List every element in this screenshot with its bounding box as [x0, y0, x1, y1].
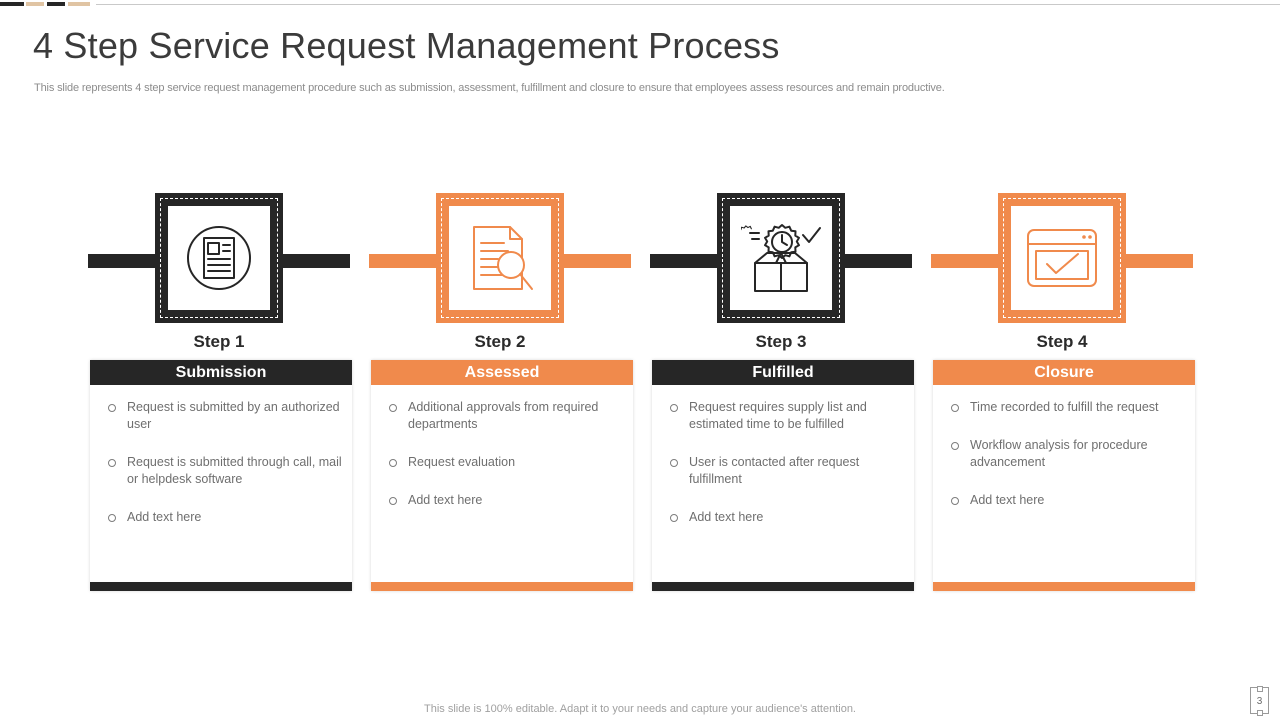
document-article-circle-icon [168, 206, 270, 310]
step-title-1: Submission [90, 360, 352, 385]
step-label-1: Step 1 [193, 332, 245, 351]
bullet-text: Add text here [127, 510, 202, 524]
bullet-text: Request requires supply list and estimat… [689, 400, 867, 431]
top-rule-dash-2 [26, 2, 44, 6]
list-item[interactable]: Request evaluation [389, 454, 623, 471]
list-item[interactable]: Add text here [670, 509, 904, 526]
bullet-text: Request is submitted through call, mail … [127, 455, 342, 486]
bullet-text: User is contacted after request fulfillm… [689, 455, 860, 486]
bullet-circle-icon [389, 459, 397, 467]
step-bullet-list-2: Additional approvals from required depar… [371, 385, 633, 509]
bullet-text: Workflow analysis for procedure advancem… [970, 438, 1148, 469]
step-icon-frame-3[interactable] [717, 193, 845, 323]
step-icon-frame-1[interactable] [155, 193, 283, 323]
list-item[interactable]: Add text here [108, 509, 342, 526]
connector-bar-left-3 [650, 254, 730, 268]
connector-bar-right-4 [1113, 254, 1193, 268]
list-item[interactable]: Add text here [951, 492, 1185, 509]
connector-bar-left-1 [88, 254, 168, 268]
top-rule-dash-3 [47, 2, 65, 6]
bullet-text: Time recorded to fulfill the request [970, 400, 1159, 414]
connector-bar-left-2 [369, 254, 449, 268]
page-number: 3 [1256, 696, 1263, 707]
open-box-gear-clock-check-icon [730, 206, 832, 310]
browser-window-check-icon [1011, 206, 1113, 310]
top-hairline [96, 4, 1280, 5]
bullet-circle-icon [951, 404, 959, 412]
bullet-circle-icon [670, 514, 678, 522]
step-title-2: Assessed [371, 360, 633, 385]
footer-note: This slide is 100% editable. Adapt it to… [424, 703, 856, 715]
bullet-text: Additional approvals from required depar… [408, 400, 599, 431]
connector-bar-left-4 [931, 254, 1011, 268]
bullet-text: Request evaluation [408, 455, 516, 469]
step-bullet-list-3: Request requires supply list and estimat… [652, 385, 914, 526]
bullet-text: Add text here [408, 493, 483, 507]
list-item[interactable]: Request is submitted by an authorized us… [108, 399, 342, 433]
list-item[interactable]: Additional approvals from required depar… [389, 399, 623, 433]
list-item[interactable]: Request requires supply list and estimat… [670, 399, 904, 433]
list-item[interactable]: Time recorded to fulfill the request [951, 399, 1185, 416]
top-decorative-rule [0, 0, 1280, 8]
bullet-circle-icon [670, 404, 678, 412]
bullet-circle-icon [389, 404, 397, 412]
bullet-circle-icon [670, 459, 678, 467]
card-accent-bar-3 [652, 582, 914, 591]
connector-bar-right-2 [551, 254, 631, 268]
bullet-circle-icon [108, 459, 116, 467]
step-label-2: Step 2 [474, 332, 526, 351]
step-title-3: Fulfilled [652, 360, 914, 385]
step-label-3: Step 3 [755, 332, 807, 351]
bullet-circle-icon [951, 442, 959, 450]
bullet-text: Request is submitted by an authorized us… [127, 400, 340, 431]
step-label-4: Step 4 [1036, 332, 1088, 351]
page-number-badge: 3 [1250, 685, 1269, 716]
page-title: 4 Step Service Request Management Proces… [33, 25, 780, 66]
bullet-circle-icon [951, 497, 959, 505]
card-accent-bar-4 [933, 582, 1195, 591]
list-item[interactable]: Request is submitted through call, mail … [108, 454, 342, 488]
list-item[interactable]: Add text here [389, 492, 623, 509]
step-bullet-list-1: Request is submitted by an authorized us… [90, 385, 352, 526]
badge-handle-top [1257, 685, 1263, 692]
bullet-circle-icon [389, 497, 397, 505]
card-accent-bar-1 [90, 582, 352, 591]
bullet-text: Add text here [970, 493, 1045, 507]
bullet-circle-icon [108, 514, 116, 522]
top-rule-dash-1 [0, 2, 24, 6]
bullet-text: Add text here [689, 510, 764, 524]
list-item[interactable]: User is contacted after request fulfillm… [670, 454, 904, 488]
step-title-4: Closure [933, 360, 1195, 385]
document-magnifier-icon [449, 206, 551, 310]
badge-handle-bottom [1257, 709, 1263, 716]
step-icon-frame-4[interactable] [998, 193, 1126, 323]
bullet-circle-icon [108, 404, 116, 412]
list-item[interactable]: Workflow analysis for procedure advancem… [951, 437, 1185, 471]
page-subtitle: This slide represents 4 step service req… [34, 82, 945, 94]
step-icon-frame-2[interactable] [436, 193, 564, 323]
connector-bar-right-3 [832, 254, 912, 268]
connector-bar-right-1 [270, 254, 350, 268]
top-rule-dash-4 [68, 2, 90, 6]
card-accent-bar-2 [371, 582, 633, 591]
